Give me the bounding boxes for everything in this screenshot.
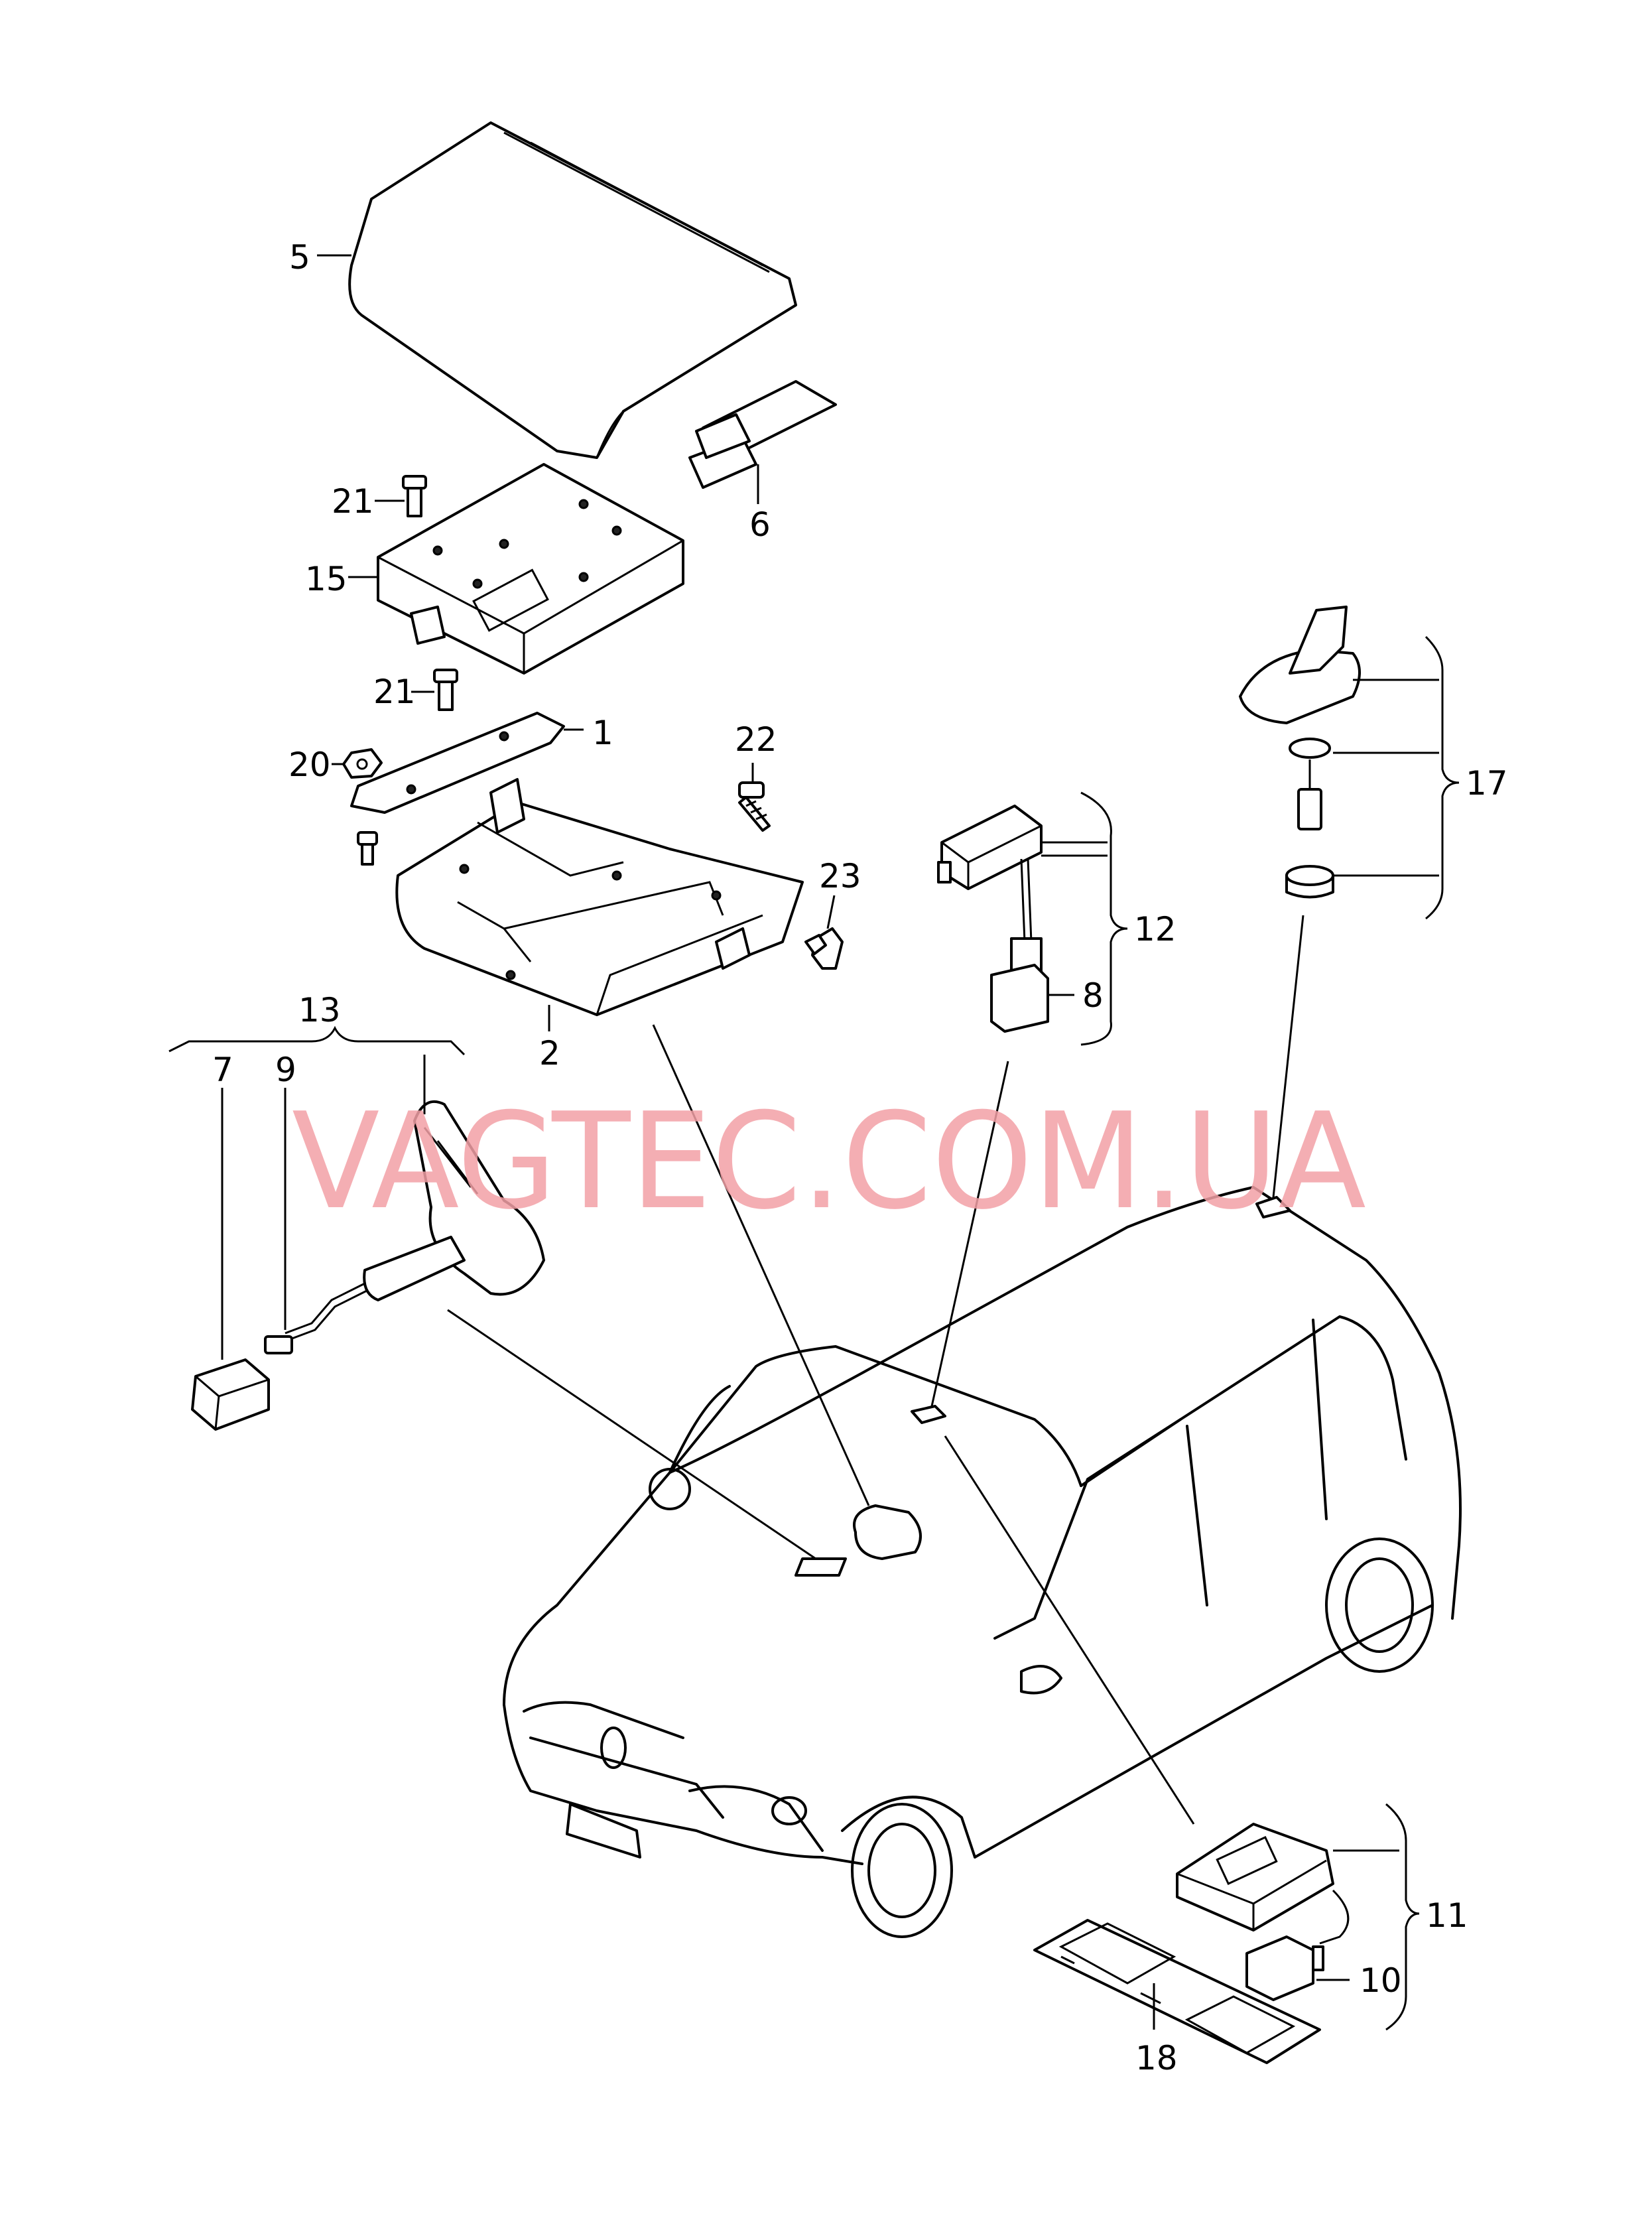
callout-labels: 1 2 5 6 7 8 9 10 11 12 13 15 17 18 20 21… <box>212 238 1508 2077</box>
callout-22: 22 <box>735 720 777 759</box>
callout-1: 1 <box>592 714 613 752</box>
watermark: VAGTEC.COM.UA <box>292 1084 1366 1239</box>
callout-7: 7 <box>212 1051 233 1089</box>
callout-21-top: 21 <box>332 482 374 521</box>
callout-21-bottom: 21 <box>373 673 416 711</box>
callout-ticks <box>317 254 1439 2030</box>
callout-12: 12 <box>1134 910 1176 948</box>
part-23-clip <box>804 927 844 970</box>
leader-lines <box>447 915 1304 1825</box>
part-21-screw-top <box>402 475 427 517</box>
callout-15: 15 <box>305 560 348 598</box>
callout-9: 9 <box>275 1051 296 1089</box>
callout-17: 17 <box>1466 764 1508 803</box>
callout-10: 10 <box>1360 1961 1402 2000</box>
part-13-microphone-assembly <box>264 1100 545 1354</box>
part-12-module <box>937 805 1043 943</box>
callout-2: 2 <box>539 1034 560 1073</box>
callout-6: 6 <box>749 505 771 544</box>
callout-5: 5 <box>289 238 310 277</box>
part-21-screw-bottom <box>433 669 458 711</box>
part-8-connector <box>990 937 1049 1033</box>
callout-8: 8 <box>1082 976 1104 1015</box>
part-17-roof-antenna <box>1239 606 1361 899</box>
group-brackets <box>168 635 1460 2031</box>
callout-23: 23 <box>819 857 861 895</box>
callout-11: 11 <box>1426 1896 1468 1935</box>
part-5-armrest-cover <box>348 121 797 459</box>
callout-18: 18 <box>1135 2039 1178 2077</box>
part-10-connector <box>1245 1935 1324 2001</box>
part-7-connector <box>191 1358 270 1431</box>
bolt-small <box>357 831 378 866</box>
part-6-connector <box>688 380 837 489</box>
callout-13: 13 <box>298 991 341 1029</box>
part-18-pad <box>1033 1919 1321 2064</box>
part-20-nut <box>342 748 383 779</box>
location-markers <box>794 1196 1291 1577</box>
part-22-tapping-screw <box>738 781 771 832</box>
callout-20: 20 <box>288 746 331 784</box>
part-15-control-unit <box>377 463 684 675</box>
part-11-module <box>1176 1823 1350 1945</box>
part-2-mounting-plate <box>395 778 804 1016</box>
vehicle-illustration <box>503 1186 1462 1938</box>
part-1-bracket <box>350 712 565 814</box>
